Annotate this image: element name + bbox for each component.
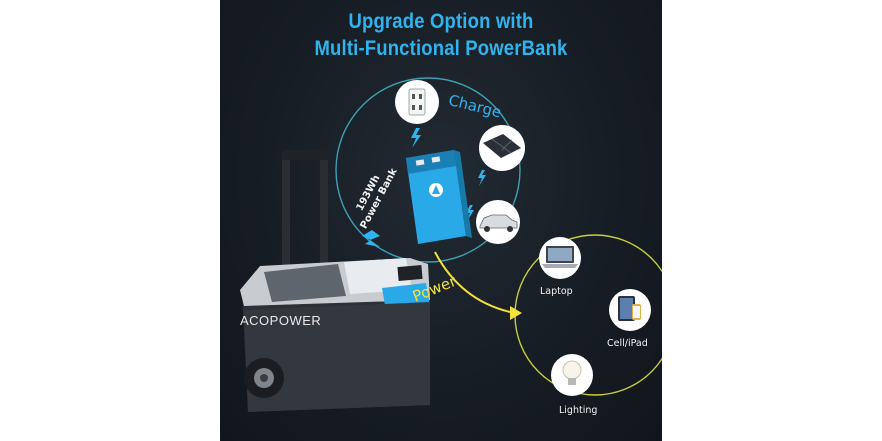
lightning-bolt-icon [362,230,380,247]
solar-panel-icon [479,125,525,171]
car-icon [476,200,520,244]
wall-outlet-icon [395,80,439,124]
lightning-bolt-icon [411,128,421,148]
product-panel: Upgrade Option with Multi-Functional Pow… [220,0,662,441]
charge-loop [335,77,521,263]
tablet-icon [609,289,651,331]
power-arrow-line [434,251,511,313]
power-bank-device [406,150,472,244]
lighting-label: Lighting [559,405,598,416]
lightning-bolt-icon [478,170,486,186]
laptop-label: Laptop [540,286,573,297]
power-arrow-head [510,306,522,320]
light-bulb-icon [551,354,593,396]
headline-line-2: Multi-Functional PowerBank [314,37,568,60]
fridge-cooler [240,150,430,412]
lightning-bolt-icon [466,205,474,221]
headline-line-1: Upgrade Option with [348,10,534,33]
laptop-icon [539,237,581,279]
brand-logo-text: ACOPOWER [240,313,322,328]
cell-ipad-label: Cell/iPad [607,338,648,349]
illustration [240,77,662,412]
